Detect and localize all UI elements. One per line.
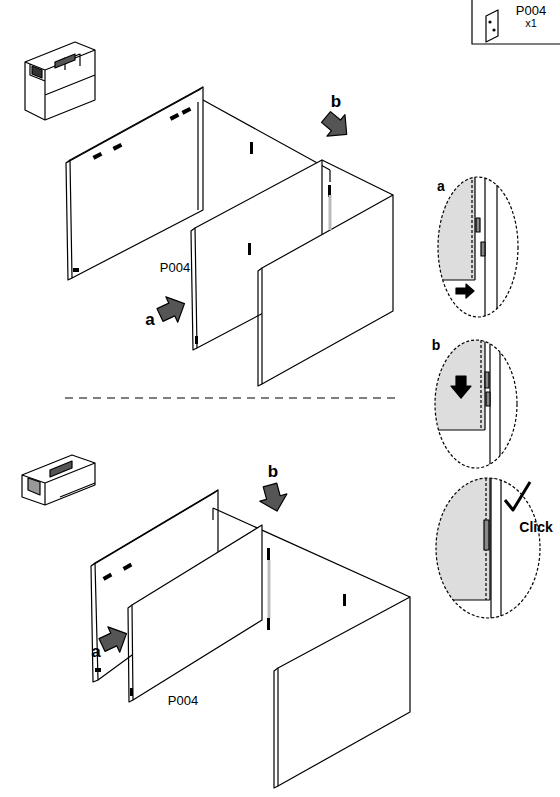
step-letter: a	[91, 643, 100, 660]
step-letter: b	[268, 463, 278, 480]
step-letter: a	[145, 311, 154, 328]
divider-line	[65, 397, 400, 398]
detail-view	[430, 340, 500, 470]
cabinet-panels	[66, 87, 393, 386]
detail-letter: b	[432, 338, 441, 352]
cabinet-thumbnail	[25, 42, 95, 120]
part-number: P004	[168, 694, 198, 707]
part-box: P004x1	[504, 4, 558, 42]
part-box-frame	[472, 0, 560, 44]
direction-arrow	[317, 106, 356, 145]
cabinet-panels	[91, 490, 410, 788]
part-quantity: x1	[504, 18, 558, 30]
direction-arrow	[96, 621, 132, 658]
part-number: P004	[504, 4, 558, 18]
check-mark	[505, 482, 530, 510]
step-letter: b	[331, 93, 341, 110]
part-icon	[486, 10, 498, 42]
click-note: Click	[519, 520, 552, 534]
detail-view	[436, 478, 501, 618]
direction-arrow	[256, 481, 290, 514]
detail-letter: a	[437, 179, 445, 193]
direction-arrow	[154, 291, 190, 328]
part-number: P004	[160, 261, 190, 274]
detail-view	[430, 170, 497, 320]
cabinet-thumbnail	[22, 455, 95, 505]
